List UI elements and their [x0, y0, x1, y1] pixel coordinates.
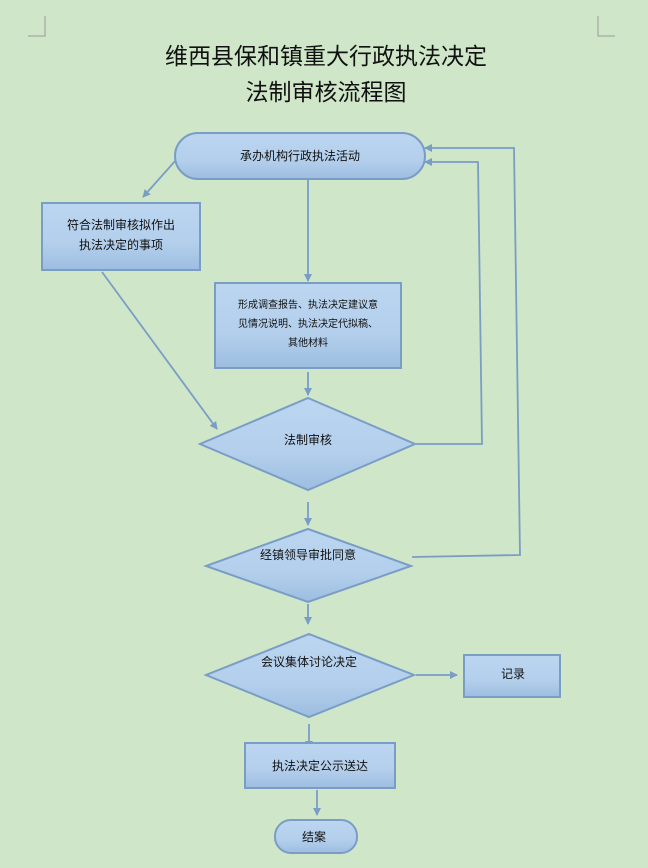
title-line-2: 法制审核流程图: [246, 80, 407, 106]
node-leader-approval-label: 经镇领导审批同意: [260, 547, 356, 562]
node-publish: 执法决定公示送达: [244, 742, 396, 789]
node-record: 记录: [463, 654, 561, 698]
arrow-review-back-to-start: [416, 158, 483, 445]
title-line-1: 维西县保和镇重大行政执法决定: [165, 44, 487, 70]
node-leader-approval: 经镇领导审批同意: [203, 527, 414, 604]
node-eligible: 符合法制审核拟作出 执法决定的事项: [41, 202, 201, 271]
node-materials-line-2: 见情况说明、执法决定代拟稿、: [238, 317, 378, 330]
margin-mark-left: [28, 16, 46, 37]
node-materials-line-3: 其他材料: [288, 336, 328, 349]
node-materials-line-1: 形成调查报告、执法决定建议意: [238, 298, 378, 311]
node-legal-review: 法制审核: [197, 396, 418, 492]
arrow-start-to-eligible: [142, 159, 177, 198]
node-start-label: 承办机构行政执法活动: [240, 148, 360, 163]
node-eligible-line-2: 执法决定的事项: [79, 237, 163, 252]
arrow-approval-back-to-start: [411, 144, 521, 558]
node-collective-decision-label: 会议集体讨论决定: [261, 654, 357, 669]
node-materials: 形成调查报告、执法决定建议意 见情况说明、执法决定代拟稿、 其他材料: [214, 282, 402, 369]
node-collective-decision: 会议集体讨论决定: [203, 632, 417, 719]
node-eligible-line-1: 符合法制审核拟作出: [67, 217, 175, 232]
node-legal-review-label: 法制审核: [284, 432, 332, 447]
node-end: 结案: [274, 819, 358, 854]
node-end-label: 结案: [302, 829, 326, 844]
node-start: 承办机构行政执法活动: [174, 132, 426, 180]
node-record-label: 记录: [501, 667, 525, 681]
margin-mark-right: [597, 16, 615, 37]
arrow-eligible-to-review: [101, 271, 218, 430]
node-publish-label: 执法决定公示送达: [272, 758, 368, 773]
